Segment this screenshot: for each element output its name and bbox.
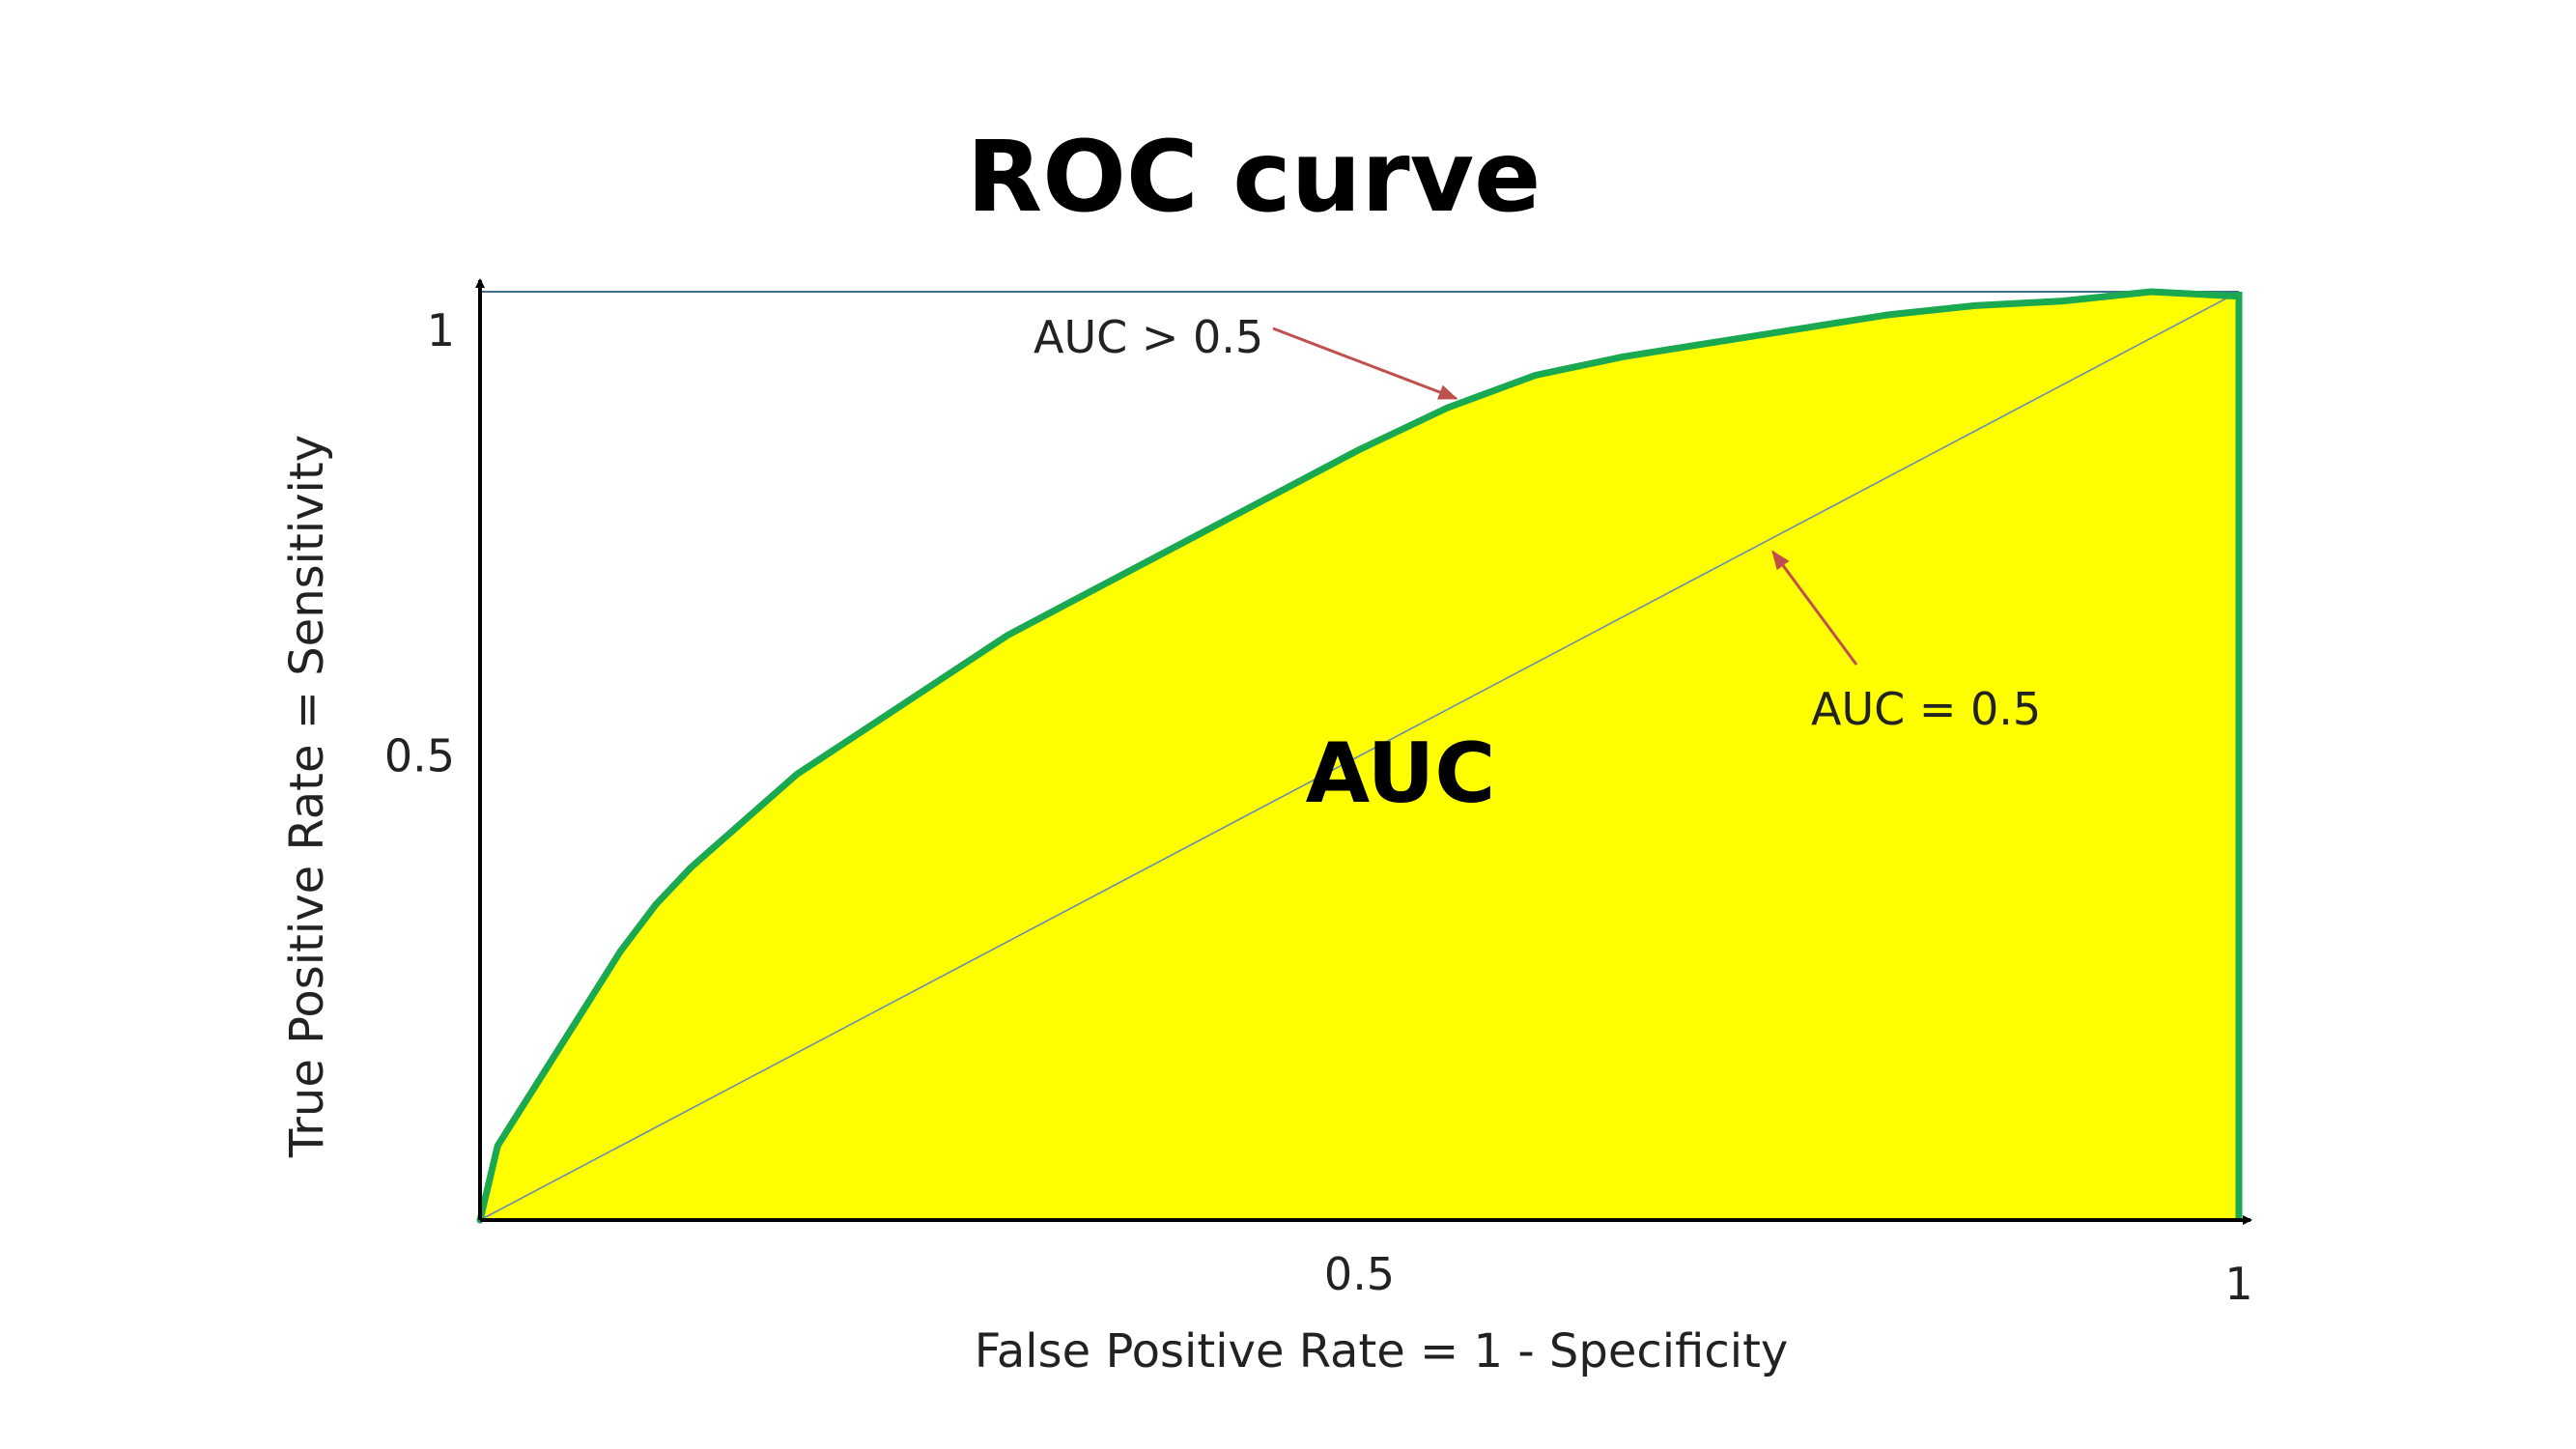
- annotation-arrow: [1272, 327, 1458, 400]
- x-axis-label: False Positive Rate = 1 - Specificity: [975, 1324, 1789, 1378]
- y-tick-label: 0.5: [384, 730, 455, 782]
- y-tick-label: 1: [427, 304, 455, 356]
- roc-curve-line: [476, 288, 2243, 1224]
- chart-title: ROC curve: [967, 120, 1542, 235]
- y-axis-label: True Positive Rate = Sensitivity: [280, 435, 334, 1158]
- x-tick-label: 1: [2224, 1258, 2252, 1310]
- annotation-arrow: [1771, 550, 1858, 666]
- annotation-auc-equal: AUC = 0.5: [1811, 683, 2041, 735]
- auc-center-label: AUC: [1306, 725, 1496, 822]
- random-classifier-diagonal: [479, 291, 2240, 1221]
- annotation-auc-greater: AUC > 0.5: [1033, 311, 1263, 363]
- x-tick-label: 0.5: [1324, 1248, 1395, 1300]
